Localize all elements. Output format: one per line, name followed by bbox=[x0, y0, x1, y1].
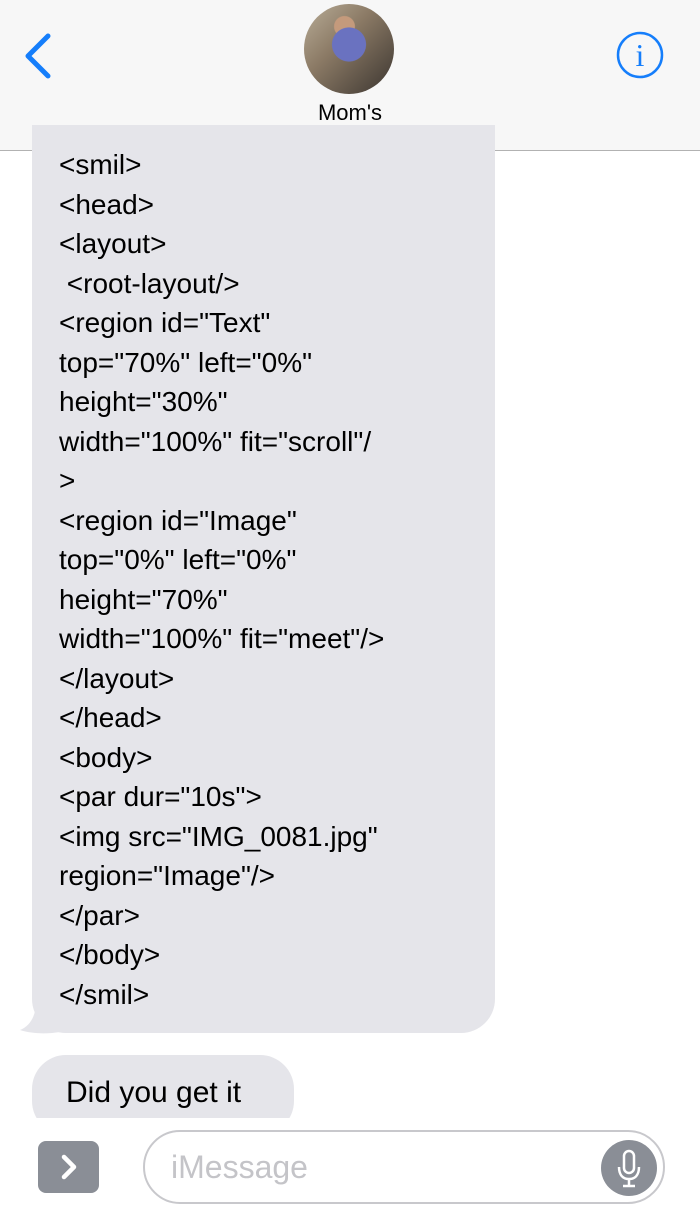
contact-name[interactable]: Mom's bbox=[317, 100, 383, 125]
info-icon: i bbox=[616, 31, 664, 79]
message-text: Did you get it bbox=[66, 1076, 242, 1109]
message-text: <smil> <head> <layout> <root-layout/> <regi… bbox=[59, 145, 384, 1014]
message-line: </par> bbox=[59, 899, 140, 931]
message-bubble-smil[interactable]: <smil> <head> <layout> <root-layout/> <regi… bbox=[32, 125, 495, 1033]
message-line: </head> bbox=[59, 702, 162, 733]
chevron-right-icon bbox=[61, 1154, 77, 1180]
message-line: height="30%" bbox=[59, 386, 228, 417]
message-line: </layout> bbox=[59, 662, 175, 694]
message-line: </smil> bbox=[59, 978, 150, 1010]
message-line: <img src="IMG_0081.jpg" bbox=[59, 820, 378, 852]
info-button[interactable]: i bbox=[616, 31, 664, 79]
message-line: top="0%" left="0%" bbox=[59, 544, 297, 575]
message-line: <par dur="10s"> bbox=[59, 781, 262, 812]
imessage-placeholder: iMessage bbox=[171, 1149, 308, 1185]
chevron-left-icon bbox=[25, 33, 51, 79]
message-line: <root-layout/> bbox=[59, 267, 240, 299]
message-line: </body> bbox=[59, 939, 161, 970]
message-line: > bbox=[59, 465, 76, 496]
back-button[interactable] bbox=[20, 30, 60, 80]
message-line: top="70%" left="0%" bbox=[59, 346, 313, 378]
message-line: <region id="Text" bbox=[59, 307, 271, 338]
message-line: width="100%" fit="meet"/> bbox=[59, 623, 385, 654]
imessage-input[interactable]: iMessage bbox=[143, 1130, 665, 1204]
message-line: <body> bbox=[59, 741, 153, 773]
message-line: <head> bbox=[59, 188, 154, 220]
message-line: <smil> bbox=[59, 149, 142, 180]
message-line: width="100%" fit="scroll"/ bbox=[59, 425, 372, 457]
apps-expand-button[interactable] bbox=[38, 1141, 99, 1193]
message-line: <region id="Image" bbox=[59, 504, 297, 536]
message-line: region="Image"/> bbox=[59, 860, 276, 891]
composer-bar bbox=[0, 1118, 700, 1210]
message-line: height="70%" bbox=[59, 583, 228, 615]
contact-avatar[interactable] bbox=[304, 4, 394, 94]
svg-text:i: i bbox=[636, 37, 645, 73]
message-line: <layout> bbox=[59, 228, 167, 259]
dictation-button[interactable] bbox=[601, 1140, 657, 1196]
microphone-icon bbox=[617, 1149, 641, 1188]
